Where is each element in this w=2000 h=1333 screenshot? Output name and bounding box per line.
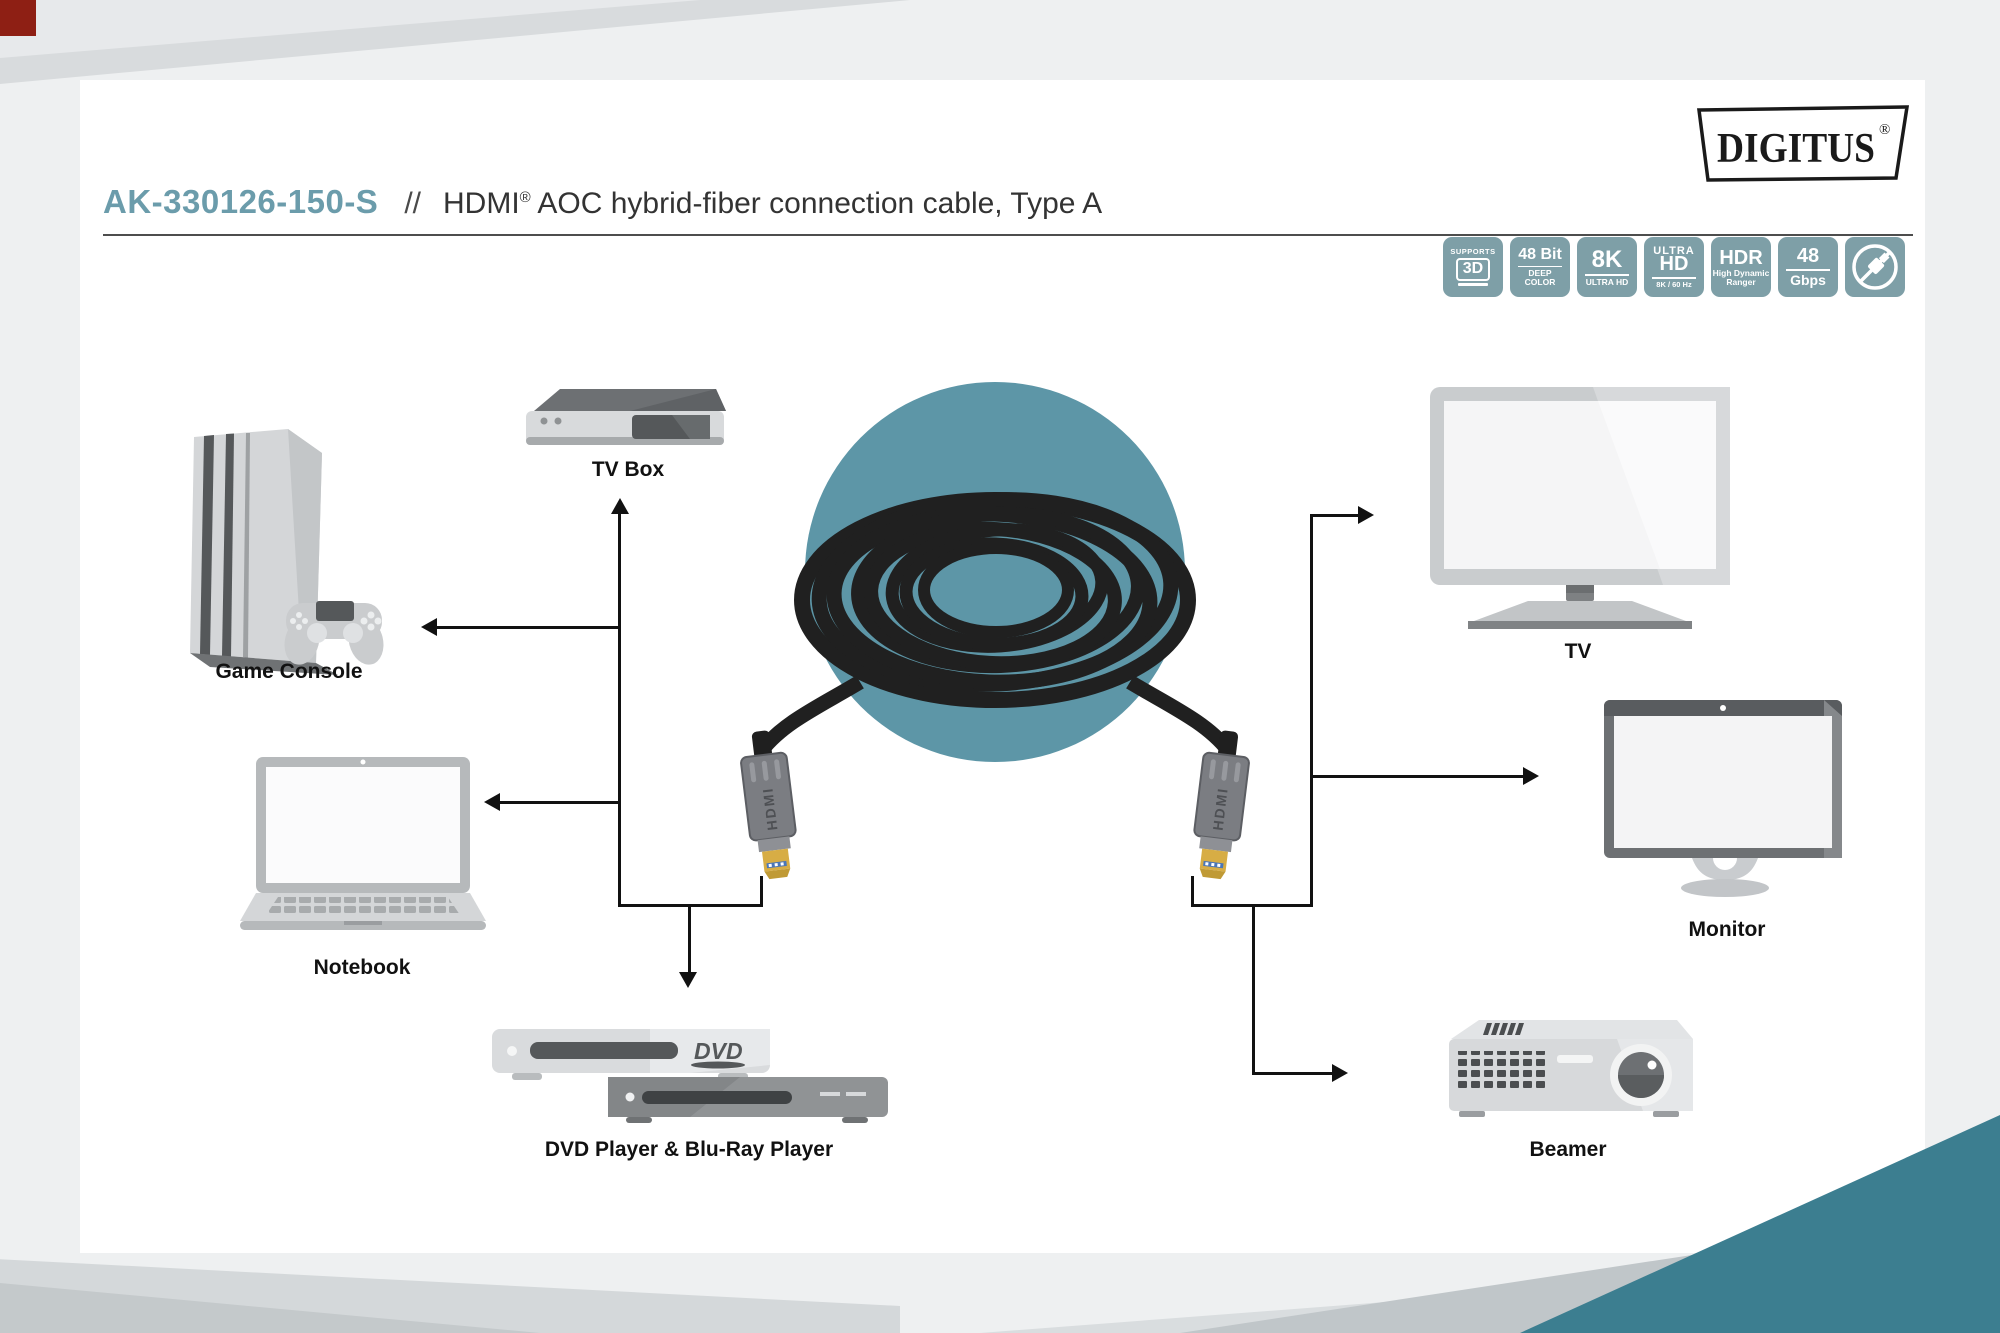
badge-deep-label: DEEP [1528, 268, 1552, 279]
badge-hdr-sub2: Ranger [1726, 276, 1756, 287]
no-power-plug-icon [1852, 244, 1898, 290]
dvd-logo-text: DVD [694, 1038, 743, 1064]
title-separator: // [404, 187, 421, 220]
diagram-line [1191, 876, 1194, 906]
hdmi-connector-left: HDMI [740, 730, 797, 880]
badge-48gbps: 48 Gbps [1778, 237, 1838, 297]
badge-3d-tv-stand [1458, 282, 1488, 286]
beamer-label: Beamer [1529, 1138, 1607, 1161]
deco-top-left-wedge-dark [0, 0, 910, 84]
notebook-label: Notebook [313, 956, 411, 979]
deco-bottom-right-wedge-light [980, 1255, 2000, 1333]
monitor-illustration [1604, 700, 1842, 897]
badge-separator [1585, 274, 1629, 276]
deco-top-left-wedge-light [0, 0, 700, 58]
dvd-bluray-illustration: DVD [492, 1029, 888, 1123]
arrowhead-to-monitor [1523, 767, 1539, 785]
arrowhead-to-tv [1358, 506, 1374, 524]
badge-8k-ultra-hd: 8K ULTRA HD [1577, 237, 1637, 297]
diagram-line [1310, 775, 1525, 778]
game-controller [284, 601, 384, 665]
arrowhead-to-beamer [1332, 1064, 1348, 1082]
badge-ultra-hd-8k60: ULTRA HD 8K / 60 Hz [1644, 237, 1704, 297]
tv-box-label: TV Box [591, 458, 665, 481]
product-code: AK-330126-150-S [103, 183, 379, 220]
badge-3d-supports-label: SUPPORTS [1450, 247, 1496, 257]
notebook-illustration [240, 757, 486, 930]
badge-gbps-label: Gbps [1790, 271, 1826, 288]
digitus-registered-icon: ® [1879, 122, 1890, 138]
badge-48bit-deep-color: 48 Bit DEEP COLOR [1510, 237, 1570, 297]
beamer-illustration [1449, 1020, 1693, 1117]
registered-mark-icon: ® [519, 189, 531, 206]
monitor-label: Monitor [1688, 918, 1766, 941]
diagram-line [1252, 1072, 1334, 1075]
badge-color-label: COLOR [1524, 277, 1556, 288]
game-console-illustration [190, 429, 384, 675]
badge-3d-tv-icon: 3D [1455, 258, 1491, 281]
badge-no-power-needed [1845, 237, 1905, 297]
arrowhead-to-dvd-player [679, 972, 697, 988]
dvd-bluray-label: DVD Player & Blu-Ray Player [544, 1138, 834, 1161]
badge-separator [1652, 277, 1696, 279]
hdmi-cable-illustration: HDMI HDMI [740, 382, 1250, 880]
badge-48bit-label: 48 Bit [1518, 245, 1562, 263]
product-title-rest: AOC hybrid-fiber connection cable, Type … [530, 187, 1103, 220]
tv-illustration [1430, 387, 1730, 629]
badge-8k60hz-label: 8K / 60 Hz [1656, 279, 1692, 289]
arrowhead-to-tv-box [611, 498, 629, 514]
diagram-line [500, 801, 618, 804]
hdmi-connector-right: HDMI [1193, 730, 1250, 880]
diagram-line [688, 904, 691, 974]
badge-ultrahd-label: ULTRA HD [1585, 276, 1629, 287]
diagram-line [1252, 904, 1255, 1074]
diagram-line [618, 514, 621, 907]
badge-hdr-label: HDR [1719, 246, 1763, 269]
badge-ultra-label: ULTRA [1653, 244, 1695, 257]
deco-bottom-left-wedge [0, 1259, 900, 1333]
digitus-logo: DIGITUS ® [1697, 105, 1910, 182]
digitus-logo-text: DIGITUS [1717, 126, 1875, 172]
badge-8k-label: 8K [1591, 246, 1623, 274]
title-underline [103, 234, 1913, 236]
deco-bottom-left-wedge-dark [0, 1283, 540, 1333]
badge-hd-label: HD [1659, 253, 1689, 276]
hdmi-connector-label: HDMI [1210, 786, 1231, 831]
product-title-brand: HDMI [443, 187, 520, 220]
page-title: AK-330126-150-S // HDMI® AOC hybrid-fibe… [103, 183, 1102, 221]
diagram-line [437, 626, 618, 629]
badge-hdr: HDR High Dynamic Ranger [1711, 237, 1771, 297]
diagram-line [1310, 514, 1360, 517]
tv-label: TV [1564, 640, 1592, 663]
corner-accent-square [0, 0, 36, 36]
feature-badges: SUPPORTS 3D 48 Bit DEEP COLOR 8K ULTRA H… [1443, 237, 1905, 297]
diagram-line [1310, 514, 1313, 907]
badge-48-label: 48 [1796, 245, 1820, 268]
game-console-label: Game Console [215, 660, 363, 683]
product-title: HDMI® AOC hybrid-fiber connection cable,… [443, 187, 1102, 221]
tv-box-illustration [526, 389, 726, 445]
badge-separator [1786, 269, 1830, 271]
badge-hdr-sub1: High Dynamic [1712, 267, 1770, 278]
arrowhead-to-game-console [421, 618, 437, 636]
badge-supports-3d: SUPPORTS 3D [1443, 237, 1503, 297]
diagram-line [760, 876, 763, 907]
arrowhead-to-notebook [484, 793, 500, 811]
hdmi-connector-label: HDMI [759, 786, 780, 831]
badge-separator [1518, 265, 1562, 268]
cable-coil [756, 492, 1234, 755]
